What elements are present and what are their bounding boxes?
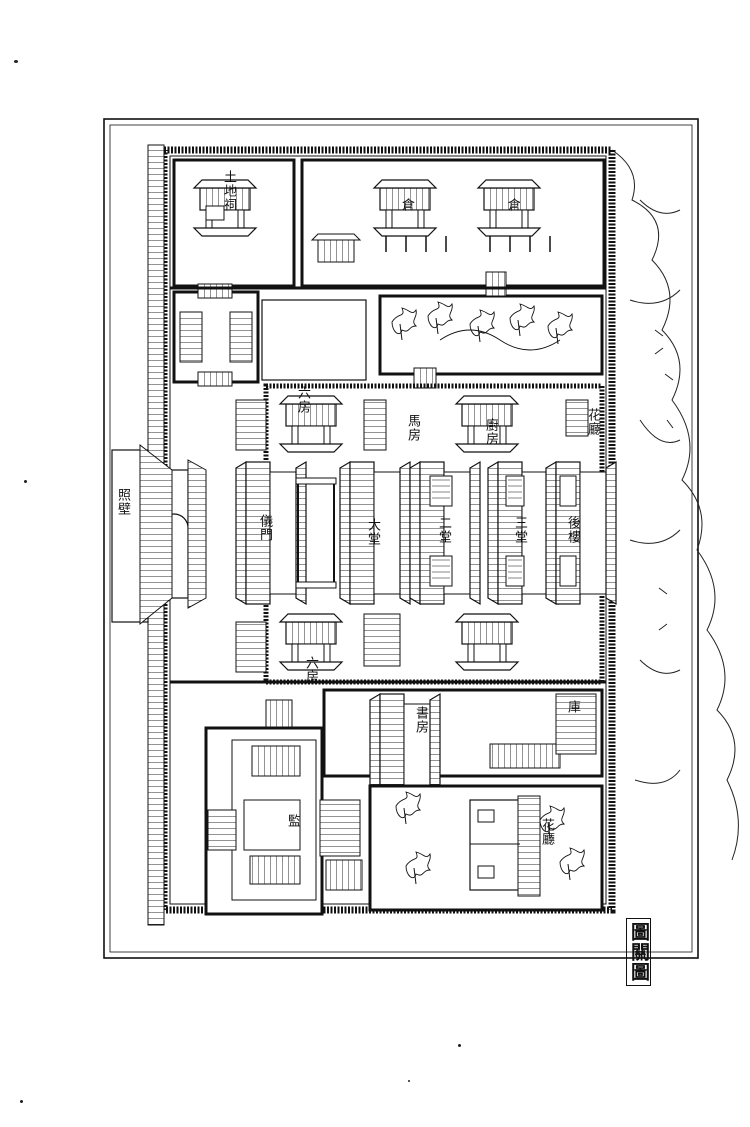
- label-west-yard: 馬房: [405, 414, 420, 442]
- label-stable: 庫: [565, 700, 580, 714]
- ink-speck: [458, 1044, 461, 1047]
- label-gate-outer: 照壁: [115, 488, 130, 516]
- label-kitchen: 廚房: [483, 418, 498, 446]
- label-granary-1: 倉: [399, 198, 414, 212]
- label-flower-hall: 花廳: [539, 818, 554, 846]
- ink-speck: [408, 1080, 410, 1082]
- label-right-wing: 六房: [303, 656, 318, 684]
- label-granary-2: 倉: [505, 198, 520, 212]
- outer-frame: [103, 118, 699, 959]
- label-shrine: 土地祠: [221, 170, 236, 212]
- ink-speck: [24, 480, 27, 483]
- ink-speck: [14, 60, 18, 63]
- label-hall-main: 大堂: [365, 518, 380, 546]
- front-gate: [111, 443, 207, 626]
- label-east-garden: 花廳: [585, 408, 600, 436]
- plate-title-seal: 圖關圖: [626, 918, 651, 986]
- mountain-icon: [611, 149, 739, 861]
- label-hall-second: 二堂: [436, 516, 451, 544]
- label-prison: 監: [285, 814, 300, 828]
- wing-building: [279, 395, 343, 453]
- label-hall-rear: 後樓: [565, 516, 580, 544]
- inner-frame: [109, 124, 693, 953]
- label-hall-third: 三堂: [512, 516, 527, 544]
- label-library: 書房: [413, 706, 428, 734]
- rear-hall: [545, 461, 617, 605]
- wing-building: [455, 613, 519, 671]
- label-gate-inner: 儀門: [257, 514, 272, 542]
- label-left-wing: 六房: [295, 386, 310, 414]
- ink-speck: [20, 1100, 23, 1103]
